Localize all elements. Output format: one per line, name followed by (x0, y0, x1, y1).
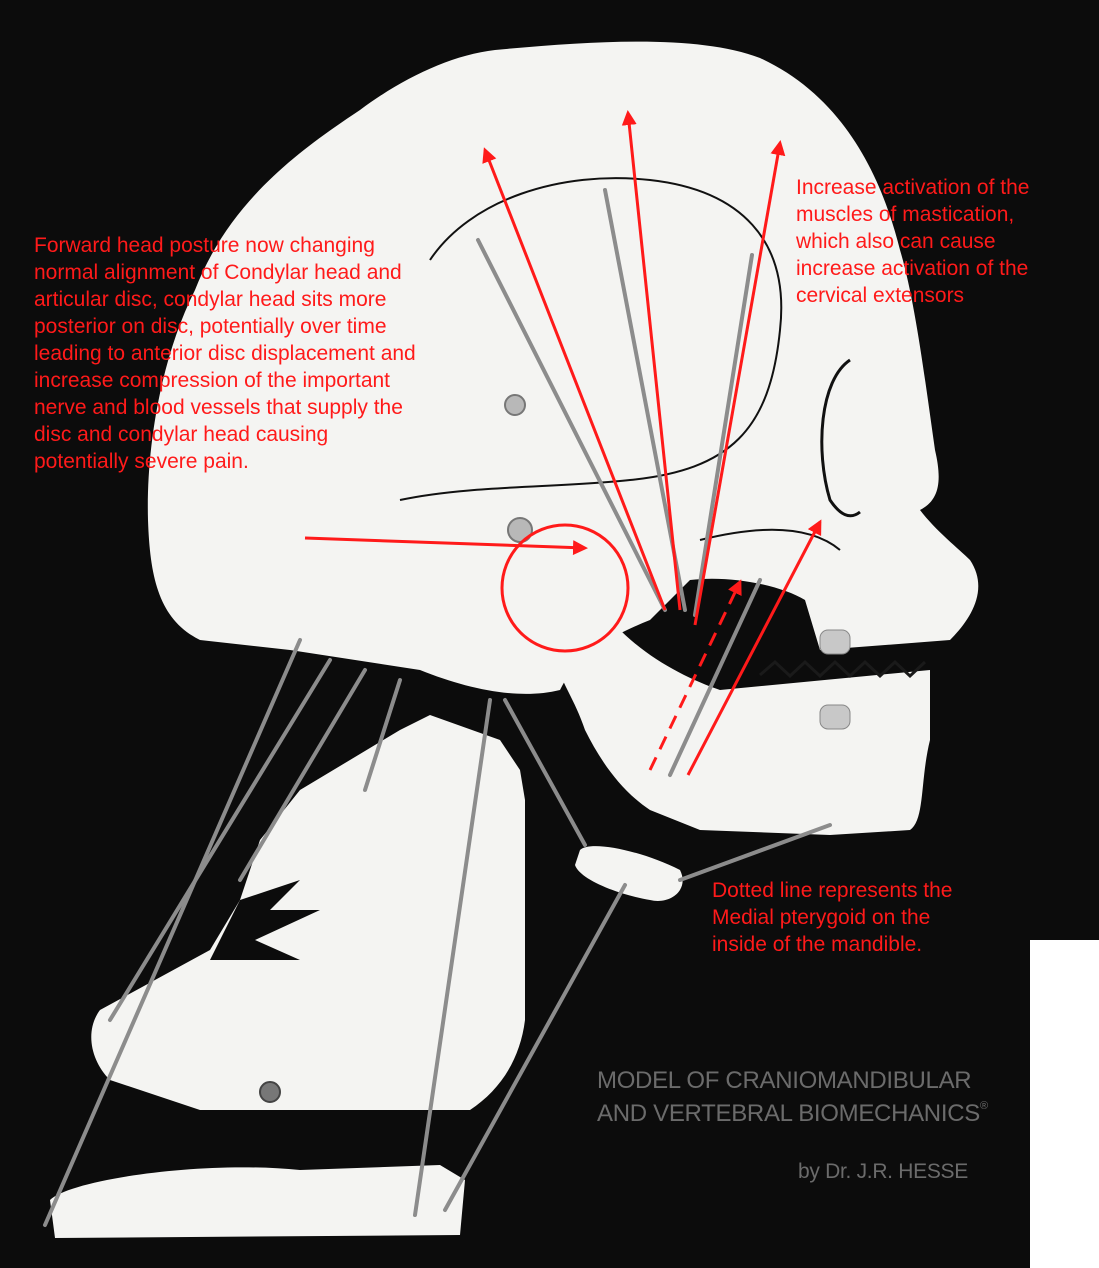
bolt-lower-jaw (820, 705, 850, 729)
annotation-forward-head-posture: Forward head posture now changing normal… (34, 232, 514, 475)
watermark-line-1: MODEL OF CRANIOMANDIBULAR (597, 1067, 971, 1095)
annotation-mastication-muscles: Increase activation of the muscles of ma… (796, 174, 1099, 309)
bolt-upper-jaw (820, 630, 850, 654)
right-edge-white (1030, 940, 1099, 1268)
annotation-medial-pterygoid: Dotted line represents the Medial pteryg… (712, 877, 1042, 958)
watermark-line-2: AND VERTEBRAL BIOMECHANICS® (597, 1100, 988, 1128)
watermark-line-2-text: AND VERTEBRAL BIOMECHANICS (597, 1100, 980, 1127)
watermark-author: by Dr. J.R. HESSE (798, 1160, 968, 1184)
registered-mark: ® (980, 1100, 988, 1112)
bolt-spine (260, 1082, 280, 1102)
